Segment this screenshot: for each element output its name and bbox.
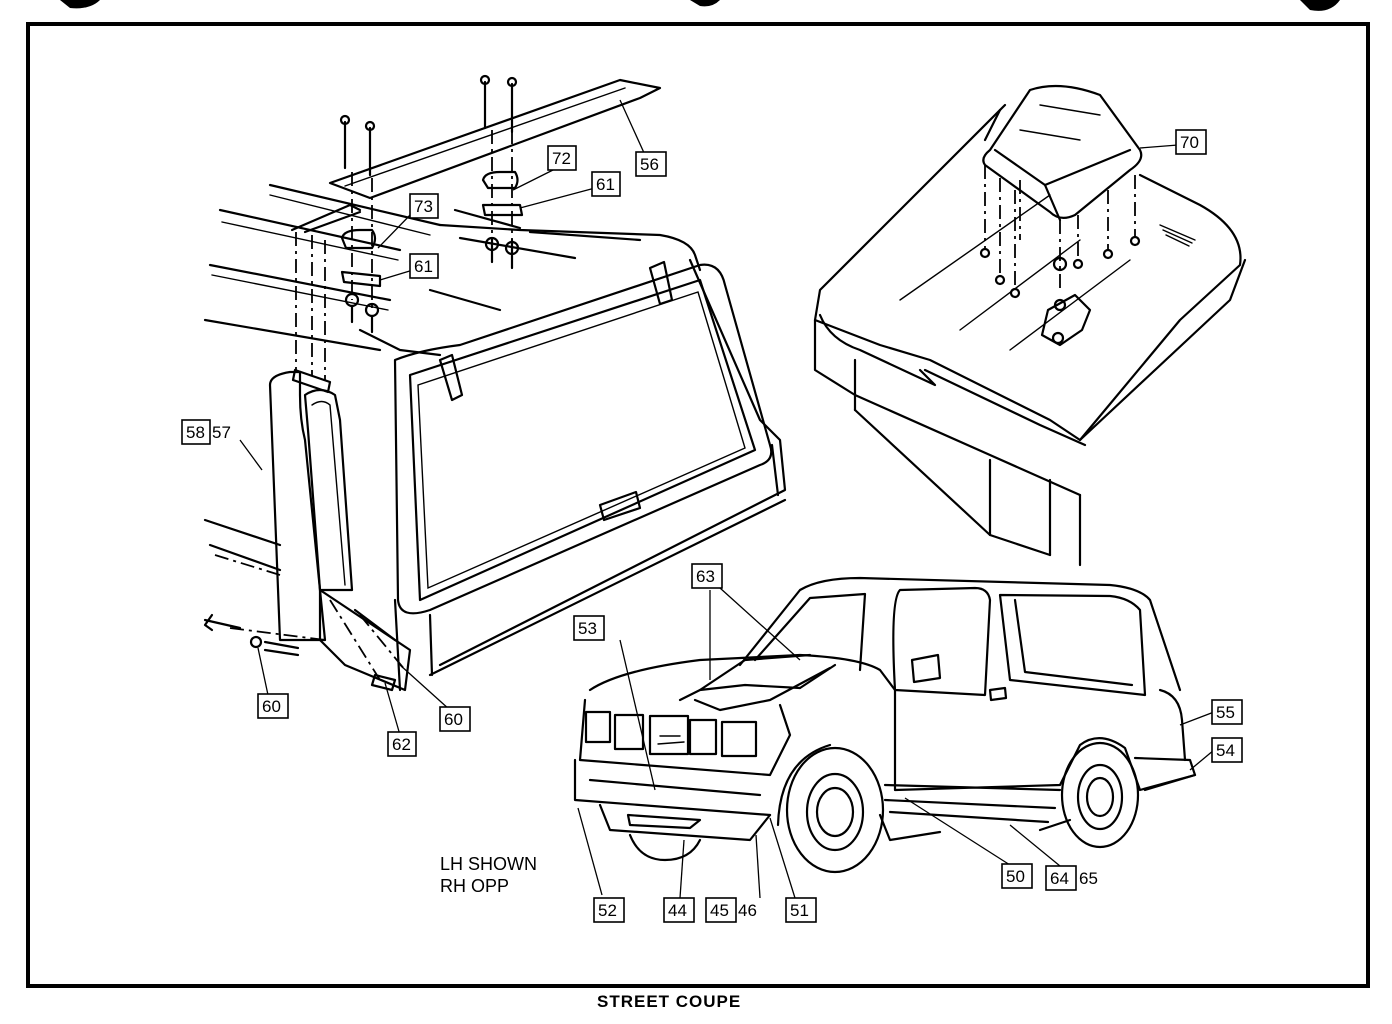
- svg-text:73: 73: [414, 197, 433, 216]
- callout-53: 53: [573, 615, 605, 641]
- svg-text:58: 58: [186, 423, 205, 442]
- callout-64: 64: [1045, 865, 1077, 891]
- svg-text:46: 46: [738, 901, 757, 920]
- callout-60b: 60: [439, 706, 471, 732]
- drawing-frame: [26, 22, 1370, 988]
- callout-51: 51: [785, 897, 817, 923]
- figure-caption: STREET COUPE: [597, 992, 741, 1011]
- svg-text:62: 62: [392, 735, 411, 754]
- rear-cab-view: [203, 74, 787, 692]
- callout-52: 52: [593, 897, 625, 923]
- callout-61a: 61: [591, 171, 621, 197]
- svg-text:60: 60: [262, 697, 281, 716]
- callout-58: 58: [181, 419, 211, 445]
- svg-text:44: 44: [668, 901, 687, 920]
- svg-text:61: 61: [414, 257, 433, 276]
- svg-text:61: 61: [596, 175, 615, 194]
- vehicle-view: [573, 576, 1197, 874]
- top-edge-marks: [60, 0, 1340, 11]
- callout-63: 63: [691, 563, 723, 589]
- callout-50: 50: [1001, 863, 1033, 889]
- callouts: 56 72 61 73 61 58 57 60 60 62 70 63 53 5…: [181, 129, 1243, 923]
- callout-72: 72: [547, 145, 577, 171]
- svg-text:63: 63: [696, 567, 715, 586]
- callout-56: 56: [635, 151, 667, 177]
- svg-text:65: 65: [1079, 869, 1098, 888]
- svg-text:50: 50: [1006, 867, 1025, 886]
- leader-lines: [239, 99, 1215, 899]
- callout-70: 70: [1175, 129, 1207, 155]
- svg-text:52: 52: [598, 901, 617, 920]
- orientation-note: LH SHOWN RH OPP: [440, 854, 537, 896]
- callout-73: 73: [409, 193, 439, 219]
- svg-text:45: 45: [710, 901, 729, 920]
- svg-text:57: 57: [212, 423, 231, 442]
- svg-text:70: 70: [1180, 133, 1199, 152]
- callout-62: 62: [387, 731, 417, 757]
- callout-57: 57: [212, 423, 231, 442]
- callout-55: 55: [1211, 699, 1243, 725]
- callout-65: 65: [1079, 869, 1098, 888]
- callout-45: 45: [705, 897, 737, 923]
- svg-text:55: 55: [1216, 703, 1235, 722]
- svg-text:72: 72: [552, 149, 571, 168]
- callout-60a: 60: [257, 693, 289, 719]
- svg-text:56: 56: [640, 155, 659, 174]
- svg-text:64: 64: [1050, 869, 1069, 888]
- callout-61b: 61: [409, 253, 439, 279]
- callout-44: 44: [663, 897, 695, 923]
- callout-46: 46: [738, 901, 757, 920]
- svg-text:54: 54: [1216, 741, 1235, 760]
- svg-text:60: 60: [444, 710, 463, 729]
- svg-text:RH OPP: RH OPP: [440, 876, 509, 896]
- hood-scoop-view: [813, 84, 1247, 567]
- svg-text:51: 51: [790, 901, 809, 920]
- callout-54: 54: [1211, 737, 1243, 763]
- svg-text:53: 53: [578, 619, 597, 638]
- svg-text:LH SHOWN: LH SHOWN: [440, 854, 537, 874]
